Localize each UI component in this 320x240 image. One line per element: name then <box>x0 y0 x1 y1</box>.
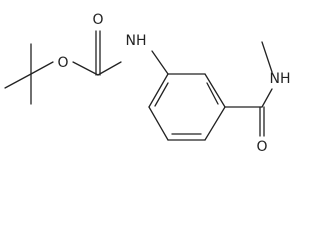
benzene-ring <box>148 73 226 141</box>
ring-bond-2 <box>204 73 226 108</box>
chemical-structure: O O NH NH O <box>4 12 291 155</box>
bond-tbu-methyl-left <box>4 73 32 89</box>
atom-label-amide-carbonyl-oxygen: O <box>256 139 267 155</box>
bond-nitrogen-to-methyl <box>261 41 273 73</box>
atom-label-carbamate-nh: NH <box>126 33 147 49</box>
atom-label-carbamate-carbonyl-oxygen: O <box>92 12 103 28</box>
atom-label-carbamate-ether-oxygen: O <box>57 55 68 71</box>
ring-inner-double-3 <box>154 82 169 107</box>
ring-inner-double-1 <box>206 82 219 105</box>
carbamate-group <box>72 30 169 76</box>
bond-nitrogen-to-ring <box>151 50 169 75</box>
methylamide-group <box>224 41 273 137</box>
ring-bond-5 <box>148 106 169 141</box>
ring-bond-6 <box>148 73 169 108</box>
tert-butyl-group <box>4 43 54 105</box>
bond-carbonyl-to-nitrogen <box>97 61 122 76</box>
bond-ester-oxygen-to-carbonyl <box>72 61 99 76</box>
atom-label-amide-nh: NH <box>270 71 291 87</box>
ring-bond-3 <box>204 106 226 141</box>
bond-tbu-to-oxygen <box>30 61 54 75</box>
bond-amide-carbon-to-nitrogen <box>261 88 273 108</box>
